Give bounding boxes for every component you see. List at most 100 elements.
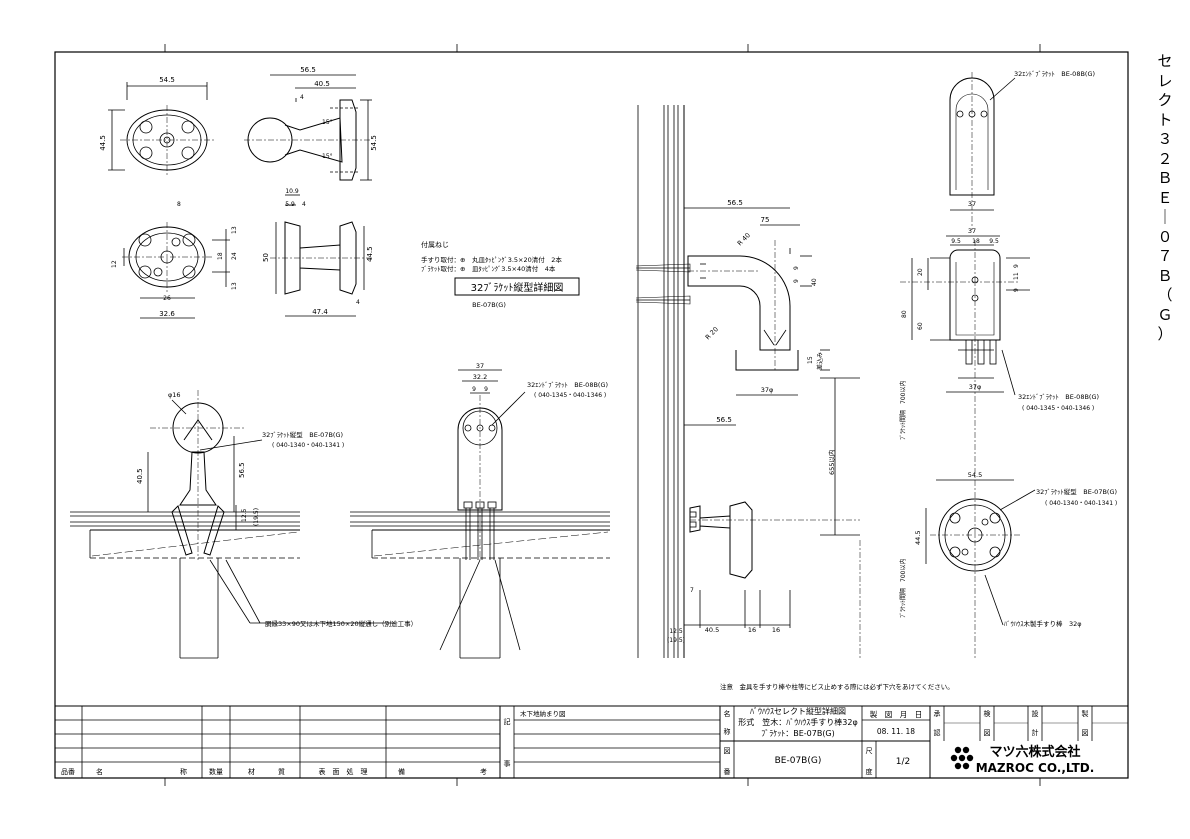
dim-text: 15° — [322, 153, 333, 160]
dim-text: 44.5 — [99, 135, 107, 151]
label-shaku: 尺 — [866, 747, 873, 755]
header-remarks: 考 — [480, 768, 487, 776]
dim-text: 4 — [302, 201, 306, 208]
dim-text: 32.6 — [159, 310, 175, 318]
dim-text: 37 — [968, 227, 976, 235]
vertical-title-char: Ｂ — [1157, 169, 1173, 187]
screws-note-title: 付属ねじ — [421, 240, 449, 249]
wall-section-mid — [350, 369, 610, 659]
dim-text: 37φ — [761, 386, 774, 394]
vertical-title-char: （ — [1157, 286, 1173, 304]
dim-text: 40.5 — [136, 468, 144, 484]
label-design: 計 — [1032, 728, 1039, 737]
vertical-title-char: ） — [1157, 325, 1173, 343]
detail-title: 32ﾌﾞﾗｹｯﾄ縦型詳細図 — [471, 281, 564, 294]
dim-text: φ16 — [168, 391, 181, 399]
header-qty: 数量 — [209, 767, 223, 776]
wall-section-left — [70, 390, 395, 659]
dim-text: 40.5 — [314, 80, 330, 88]
dim-text: 37 — [968, 200, 976, 208]
company-name-en: MAZROC CO.,LTD. — [976, 761, 1095, 775]
label-zu: 図 — [724, 747, 731, 755]
dim-text: 10.9 — [285, 188, 299, 195]
detail-subtitle: BE-07B(G) — [472, 301, 506, 309]
part-label: 32ﾌﾞﾗｹｯﾄ縦型 BE-07B(G) — [262, 430, 343, 439]
screws-note-line: ﾌﾞﾗｹｯﾄ取付：⊕ 皿ﾀｯﾋﾟﾝｸﾞ3.5×40清付 4本 — [421, 264, 556, 273]
revision-note: 木下地納まり図 — [520, 709, 566, 718]
title-box — [454, 277, 580, 296]
dim-text: 12 — [111, 260, 118, 268]
dim-text: 9 — [793, 266, 800, 270]
dim-text: 15° — [322, 119, 333, 126]
dim-text: 32.2 — [473, 373, 487, 381]
label-approval: 承 — [934, 709, 941, 718]
bracket-side-view-top — [244, 74, 372, 181]
dim-text: 16 — [772, 626, 780, 634]
dim-text: 12.5 — [241, 508, 248, 522]
screws-note-line: 手すり取付：⊕ 丸皿ﾀｯﾋﾟﾝｸﾞ3.5×20清付 2本 — [421, 255, 562, 264]
company-logo-icon — [950, 746, 974, 770]
label-date: 製 図 月 日 — [870, 709, 923, 719]
label-approval: 認 — [934, 728, 941, 737]
part-codes: ( 040-1340・040-1341 ) — [272, 442, 344, 449]
label-mei: 名 — [724, 709, 731, 718]
dim-text: R 20 — [704, 325, 720, 341]
dim-text: 13 — [231, 282, 238, 290]
dim-text: (19.5) — [667, 637, 685, 644]
dim-text: 18 — [217, 252, 224, 260]
dim-text: 26 — [163, 295, 171, 302]
header-part-no: 品番 — [61, 768, 75, 776]
dim-text: 8 — [177, 201, 181, 208]
dim-text: 54.5 — [370, 135, 378, 151]
header-name: 名 — [96, 767, 103, 776]
caution-note: 注意 金具を手すり棒や柱等にビス止めする際には必ず下穴をあけてください。 — [720, 682, 954, 691]
dim-text: 47.4 — [312, 308, 328, 316]
drawing-date: 08. 11. 18 — [877, 727, 915, 736]
dim-text: 40 — [811, 278, 818, 286]
drawing-name: 形式 笠木：ﾊﾞｳﾊｳｽ手すり棒32φ — [738, 717, 857, 727]
label-do: 度 — [866, 767, 873, 776]
drawing-name: ﾊﾞｳﾊｳｽセレクト縦型詳細図 — [750, 706, 846, 716]
vertical-title-char: ７ — [1157, 247, 1173, 265]
title-block — [55, 705, 1128, 778]
dim-text: 655以内 — [827, 450, 836, 475]
vertical-title-char: ト — [1157, 110, 1173, 129]
part-label: 32ｴﾝﾄﾞﾌﾞﾗｹｯﾄ BE-08B(G) — [527, 381, 608, 389]
vertical-title-char: セ — [1157, 52, 1173, 70]
center-elevation — [635, 105, 861, 660]
part-codes: ( 040-1345・040-1346 ) — [534, 392, 606, 399]
dim-text: 75 — [761, 216, 770, 224]
dim-text: 7 — [690, 587, 694, 594]
dim-text: 80 — [901, 310, 908, 318]
part-codes: ( 040-1340・040-1341 ) — [1045, 500, 1117, 507]
vertical-title-char: Ｂ — [1157, 266, 1173, 285]
dim-text: 15 — [807, 356, 814, 364]
dim-text: 差込み — [816, 352, 824, 370]
dim-text: 9.5 — [951, 238, 961, 245]
bracket-side-view-mid — [270, 194, 372, 317]
dim-text: 56.5 — [300, 66, 316, 74]
rail-label: ﾊﾞｳﾊｳｽ木製手すり棒 32φ — [1004, 619, 1082, 628]
header-ji: 事 — [504, 759, 511, 768]
part-label: 32ﾌﾞﾗｹｯﾄ縦型 BE-07B(G) — [1036, 487, 1117, 496]
dim-text: (19.5) — [253, 508, 260, 526]
dim-text: 9.5 — [989, 238, 999, 245]
dim-text: 54.5 — [159, 76, 175, 84]
dim-text: 5.9 — [285, 201, 295, 208]
right-elevation — [900, 72, 1036, 660]
vertical-title-char: ２ — [1157, 149, 1173, 168]
part-label: 32ｴﾝﾄﾞﾌﾞﾗｹｯﾄ BE-08B(G) — [1018, 393, 1099, 401]
dim-text: 56.5 — [727, 199, 743, 207]
dim-text: 50 — [262, 253, 270, 262]
label-ban: 番 — [724, 768, 731, 776]
drawing-name: ﾌﾞﾗｹｯﾄ：BE-07B(G) — [761, 729, 835, 738]
header-ki: 記 — [504, 717, 511, 726]
header-surface: 表 面 処 理 — [319, 767, 368, 776]
company-name-jp: マツ六株式会社 — [989, 744, 1080, 760]
dim-text: 11 — [1013, 272, 1020, 280]
dim-text: 9 — [472, 386, 476, 393]
dim-text: 9 — [484, 386, 488, 393]
sheet-border — [54, 51, 1129, 779]
pitch-label: ﾌﾞﾗｹｯﾄ間隔 700以内 — [899, 381, 907, 440]
dim-text: 20 — [917, 268, 924, 276]
